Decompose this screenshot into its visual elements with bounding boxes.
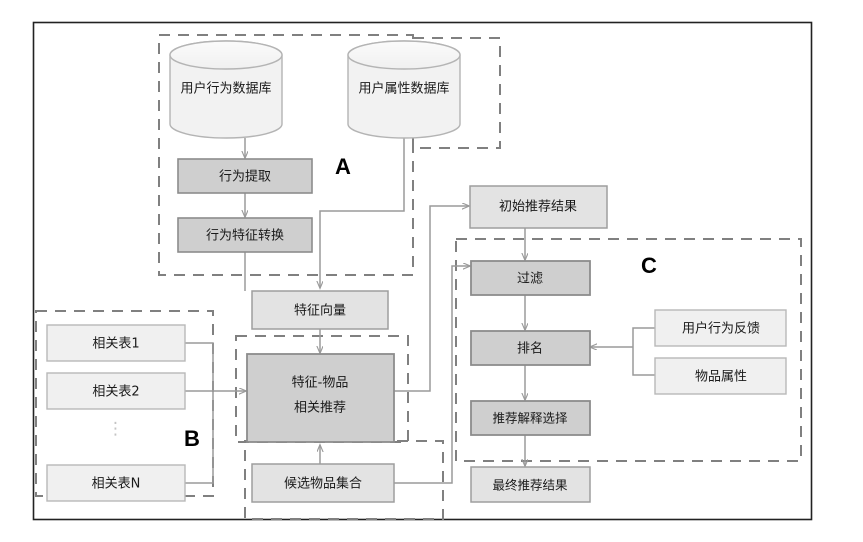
node-initial-result[interactable]: 初始推荐结果 [469, 185, 608, 229]
node-label: 候选物品集合 [284, 476, 362, 492]
edge-reltable1-bus [185, 342, 214, 391]
node-final-result[interactable]: 最终推荐结果 [470, 466, 591, 503]
edge-reltablen-bus [185, 391, 214, 484]
node-user-attribute-db[interactable]: 用户属性数据库 [347, 40, 461, 139]
node-behavior-transform[interactable]: 行为特征转换 [177, 217, 313, 253]
node-label: 物品属性 [695, 370, 747, 385]
ellipsis-vertical: ⋮ [107, 419, 125, 438]
edge-feedback-bus [632, 327, 655, 347]
group-label-a: A [335, 154, 351, 179]
group-label-c: C [641, 253, 657, 278]
node-label-line2: 相关推荐 [294, 401, 346, 416]
node-feature-vector[interactable]: 特征向量 [251, 290, 389, 330]
node-label: 行为提取 [219, 169, 271, 185]
node-behavior-extract[interactable]: 行为提取 [177, 158, 313, 194]
node-label: 用户行为数据库 [180, 81, 271, 97]
node-ranking[interactable]: 排名 [470, 330, 591, 366]
node-label: 用户行为反馈 [682, 321, 760, 337]
group-label-b: B [184, 426, 200, 451]
node-label: 推荐解释选择 [492, 411, 568, 426]
node-label-line1: 特征-物品 [292, 376, 349, 391]
node-label: 过滤 [517, 272, 543, 287]
edge-candidate-filter [394, 266, 470, 484]
node-filter[interactable]: 过滤 [470, 260, 591, 296]
node-item-attribute[interactable]: 物品属性 [654, 357, 787, 395]
node-candidate-set[interactable]: 候选物品集合 [251, 463, 395, 503]
edge-layer [185, 138, 655, 484]
node-label: 相关表N [92, 477, 141, 492]
node-user-feedback[interactable]: 用户行为反馈 [654, 309, 787, 347]
node-label: 相关表2 [92, 385, 139, 400]
edge-itemattr-bus [632, 347, 655, 376]
node-rel-table-n[interactable]: 相关表N [46, 464, 186, 502]
edge-rec-initialresult [394, 206, 469, 392]
group-box-c [455, 238, 802, 462]
node-label: 排名 [517, 341, 543, 357]
node-rel-table-1[interactable]: 相关表1 [46, 324, 186, 362]
node-label: 行为特征转换 [206, 229, 284, 244]
node-label: 初始推荐结果 [499, 200, 577, 215]
node-label: 特征向量 [294, 303, 346, 319]
node-label: 最终推荐结果 [492, 478, 568, 493]
node-rel-table-2[interactable]: 相关表2 [46, 372, 186, 410]
node-feature-item-rec[interactable]: 特征-物品 相关推荐 [246, 353, 395, 443]
group-box-attr [412, 37, 501, 149]
node-explain-select[interactable]: 推荐解释选择 [470, 400, 591, 436]
node-user-behavior-db[interactable]: 用户行为数据库 [169, 40, 283, 139]
node-label: 用户属性数据库 [358, 81, 449, 97]
node-label: 相关表1 [92, 337, 139, 352]
edge-attrdb-featurevector [320, 138, 405, 288]
